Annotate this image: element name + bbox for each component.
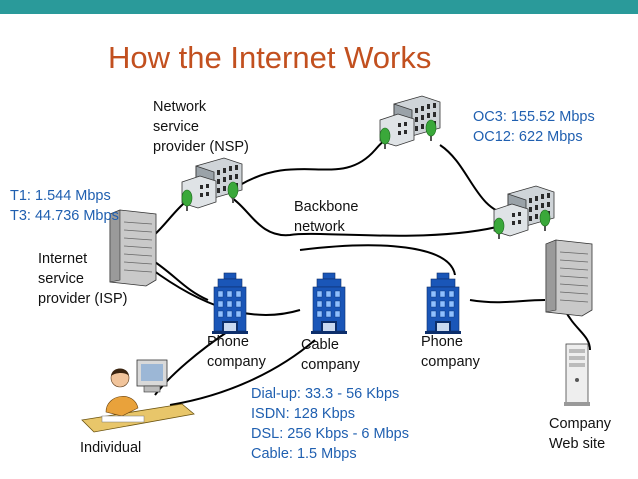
isp-label-line: service	[38, 271, 84, 287]
isp-label-line: provider (ISP)	[38, 291, 128, 307]
individual-user-icon	[81, 359, 195, 433]
cable-company-building-icon	[310, 272, 348, 335]
phone-company-label-line: company	[207, 354, 266, 370]
access-speed-line: DSL: 256 Kbps - 6 Mbps	[251, 426, 409, 442]
backbone-label-line: Backbone	[294, 199, 359, 215]
phone-company-building-icon	[211, 272, 249, 335]
access-speed-line: ISDN: 128 Kbps	[251, 406, 355, 422]
company-website-label-line: Company	[549, 416, 612, 432]
backbone-cable-nsp-to-north	[239, 129, 401, 186]
access-speed-line: Dial-up: 33.3 - 56 Kbps	[251, 386, 400, 402]
backbone-label-line: network	[294, 219, 345, 235]
backbone-cable-east-to-nsp	[231, 197, 506, 237]
nsp-server-cabinet-icon	[545, 239, 593, 317]
individual-label: Individual	[80, 440, 142, 456]
phone-to-individual-cable	[154, 329, 231, 396]
cable-company-label-line: Cable	[301, 337, 339, 353]
access-speeds-label: Dial-up: 33.3 - 56 Kbps ISDN: 128 Kbps D…	[251, 384, 409, 464]
t-line-speeds-label: T1: 1.544 Mbps T3: 44.736 Mbps	[10, 186, 119, 226]
phone-company-2-label: Phone company	[421, 332, 480, 372]
phone-company-label: Phone company	[207, 332, 266, 372]
phone-company-label-line: Phone	[207, 334, 249, 350]
oc-speeds-label: OC3: 155.52 Mbps OC12: 622 Mbps	[473, 107, 595, 147]
cable-company-label-line: company	[301, 357, 360, 373]
page-title: How the Internet Works	[108, 40, 432, 75]
nsp-label-line: provider (NSP)	[153, 139, 249, 155]
phone2-to-nsp-cable	[299, 244, 456, 276]
cable-to-individual-cable	[169, 339, 316, 406]
oc-speed-line: OC12: 622 Mbps	[473, 129, 583, 145]
isp-to-phone-company-cable	[151, 259, 209, 301]
phone-company-2-building-icon	[424, 272, 462, 335]
access-speed-line: Cable: 1.5 Mbps	[251, 446, 357, 462]
isp-label: Internet service provider (ISP)	[38, 249, 127, 309]
phone-company-2-label-line: Phone	[421, 334, 463, 350]
backbone-building-north-icon	[379, 95, 441, 150]
backbone-label: Backbone network	[294, 197, 359, 237]
t-speed-line: T1: 1.544 Mbps	[10, 188, 111, 204]
backbone-cable-north-to-east	[439, 144, 511, 216]
phone-company-2-label-line: company	[421, 354, 480, 370]
company-website-label-line: Web site	[549, 436, 606, 452]
nsp-label-line: Network	[153, 99, 207, 115]
east-cabinet-to-phone-cable	[469, 299, 546, 304]
top-accent-bar	[0, 0, 638, 14]
web-server-icon	[564, 343, 590, 406]
nsp-label: Network service provider (NSP)	[153, 97, 249, 157]
t-speed-line: T3: 44.736 Mbps	[10, 208, 119, 224]
company-website-label: Company Web site	[549, 414, 611, 454]
cable-company-label: Cable company	[301, 335, 360, 375]
backbone-building-east-icon	[493, 185, 555, 240]
nsp-building-icon	[181, 157, 243, 212]
isp-label-line: Internet	[38, 251, 88, 267]
nsp-label-line: service	[153, 119, 199, 135]
oc-speed-line: OC3: 155.52 Mbps	[473, 109, 595, 125]
